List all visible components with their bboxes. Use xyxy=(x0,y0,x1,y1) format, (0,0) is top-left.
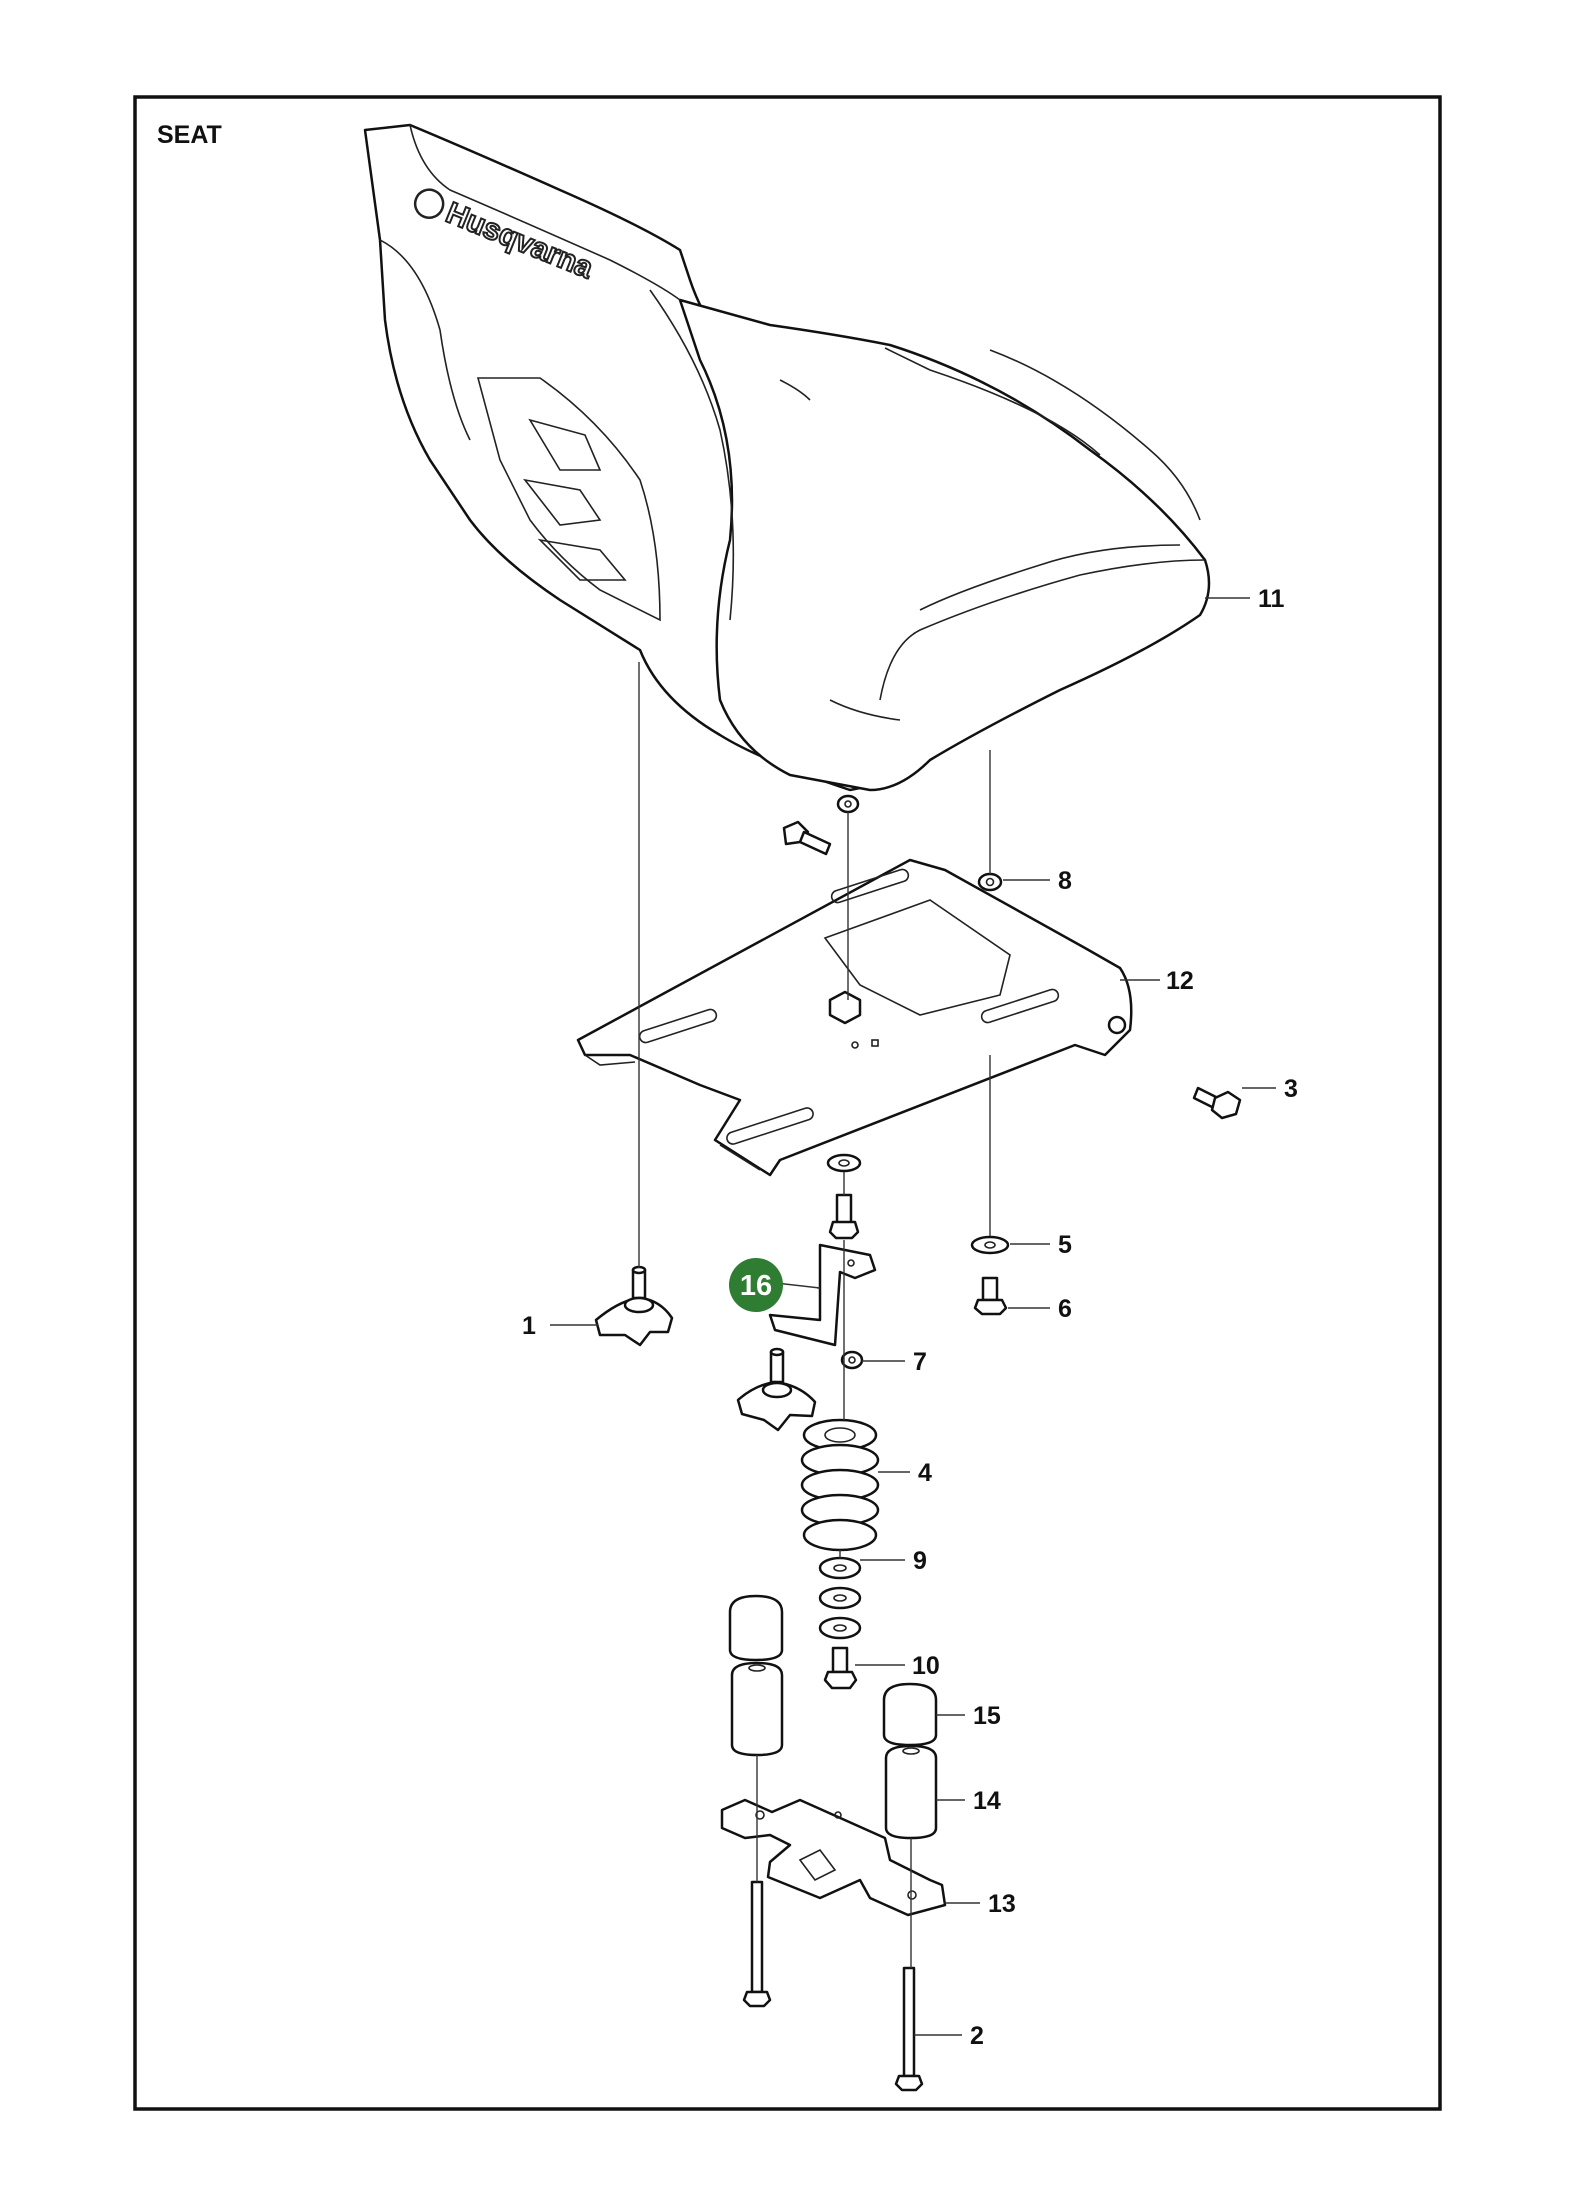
callout-1: 1 xyxy=(522,1312,536,1340)
callout-9: 9 xyxy=(913,1547,927,1575)
page-title: SEAT xyxy=(157,121,222,149)
callout-12: 12 xyxy=(1166,967,1194,995)
bracket-16 xyxy=(768,1243,877,1347)
callout-15: 15 xyxy=(973,1702,1001,1730)
bolt-top-left xyxy=(782,820,832,856)
callout-2: 2 xyxy=(970,2022,984,2050)
callout-10: 10 xyxy=(912,1652,940,1680)
husqvarna-logo-icon xyxy=(413,188,445,219)
callout-5: 5 xyxy=(1058,1231,1072,1259)
highlight-badge xyxy=(729,1258,783,1312)
bumper-right xyxy=(882,1682,938,1840)
knob-1 xyxy=(594,1265,674,1347)
callout-4: 4 xyxy=(918,1459,932,1487)
callout-3: 3 xyxy=(1284,1075,1298,1103)
bumper-left xyxy=(728,1594,784,1757)
highlight-badge-label: 16 xyxy=(740,1270,772,1302)
callout-13: 13 xyxy=(988,1890,1016,1918)
callout-14: 14 xyxy=(973,1787,1001,1815)
leader-lines xyxy=(550,597,1276,2036)
callout-6: 6 xyxy=(1058,1295,1072,1323)
alignment-lines xyxy=(638,662,991,1968)
callout-8: 8 xyxy=(1058,867,1072,895)
seat-plate xyxy=(576,858,1133,1177)
bolt-3 xyxy=(1192,1086,1242,1120)
highlight-callout-16[interactable]: 16 xyxy=(729,1258,821,1312)
frame-border xyxy=(133,95,1442,2111)
spring-4 xyxy=(800,1418,880,1552)
knob-2 xyxy=(736,1347,817,1432)
callout-labels: 11 8 12 3 5 6 7 1 4 9 10 15 14 13 2 xyxy=(522,585,1298,2050)
base-bracket-13 xyxy=(720,1798,947,1917)
callout-11: 11 xyxy=(1258,585,1285,613)
callout-7: 7 xyxy=(913,1348,927,1376)
seat-assembly: Husqvarna xyxy=(363,123,1211,792)
